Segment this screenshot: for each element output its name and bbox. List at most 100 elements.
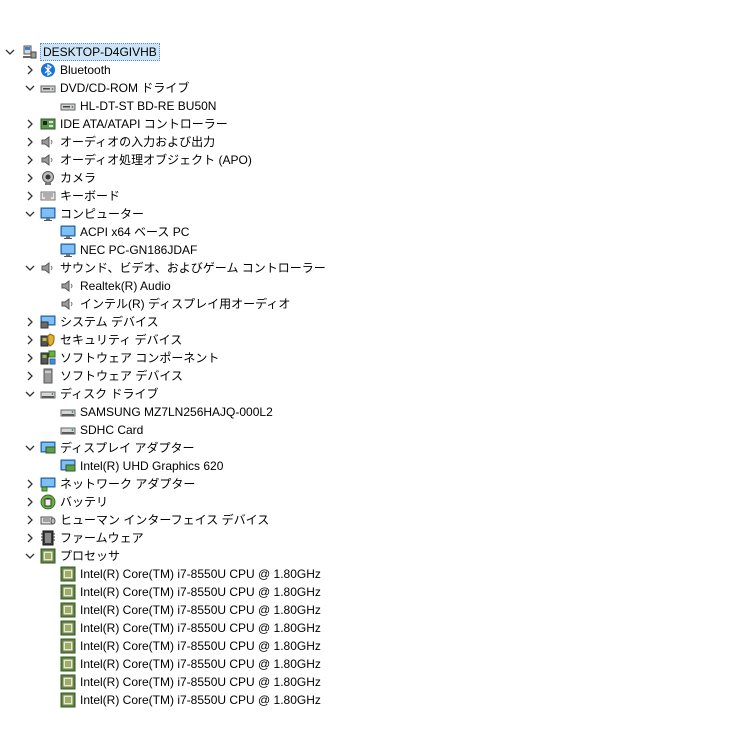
chevron-down-icon[interactable] <box>22 259 38 277</box>
tree-category[interactable]: サウンド、ビデオ、およびゲーム コントローラー <box>0 259 755 277</box>
security-device-icon <box>40 332 56 348</box>
processor-icon <box>60 620 76 636</box>
tree-node-label: HL-DT-ST BD-RE BU50N <box>80 99 217 113</box>
tree-node-label: システム デバイス <box>60 315 159 329</box>
tree-category[interactable]: バッテリ <box>0 493 755 511</box>
tree-category[interactable]: DVD/CD-ROM ドライブ <box>0 79 755 97</box>
chevron-right-icon[interactable] <box>22 367 38 385</box>
processor-icon <box>60 566 76 582</box>
tree-device[interactable]: Intel(R) UHD Graphics 620 <box>0 457 755 475</box>
chevron-right-icon[interactable] <box>22 331 38 349</box>
tree-device[interactable]: インテル(R) ディスプレイ用オーディオ <box>0 295 755 313</box>
tree-category[interactable]: オーディオの入力および出力 <box>0 133 755 151</box>
network-adapter-icon <box>40 476 56 492</box>
tree-node-label: ディスプレイ アダプター <box>60 441 195 455</box>
tree-category[interactable]: ディスプレイ アダプター <box>0 439 755 457</box>
tree-device[interactable]: Intel(R) Core(TM) i7-8550U CPU @ 1.80GHz <box>0 691 755 709</box>
tree-device[interactable]: Intel(R) Core(TM) i7-8550U CPU @ 1.80GHz <box>0 583 755 601</box>
chevron-right-icon[interactable] <box>22 187 38 205</box>
chevron-right-icon[interactable] <box>22 61 38 79</box>
chevron-down-icon[interactable] <box>22 205 38 223</box>
tree-device[interactable]: Intel(R) Core(TM) i7-8550U CPU @ 1.80GHz <box>0 673 755 691</box>
tree-category[interactable]: コンピューター <box>0 205 755 223</box>
tree-node-label: DVD/CD-ROM ドライブ <box>60 81 190 95</box>
tree-device[interactable]: SDHC Card <box>0 421 755 439</box>
firmware-icon <box>40 530 56 546</box>
monitor-icon <box>60 242 76 258</box>
tree-node-label: Realtek(R) Audio <box>80 279 171 293</box>
chevron-down-icon[interactable] <box>2 43 18 61</box>
tree-device[interactable]: Intel(R) Core(TM) i7-8550U CPU @ 1.80GHz <box>0 655 755 673</box>
chevron-right-icon[interactable] <box>22 349 38 367</box>
monitor-icon <box>60 224 76 240</box>
system-device-icon <box>40 314 56 330</box>
dvd-drive-icon <box>40 80 56 96</box>
tree-category[interactable]: IDE ATA/ATAPI コントローラー <box>0 115 755 133</box>
tree-device[interactable]: Realtek(R) Audio <box>0 277 755 295</box>
chevron-down-icon[interactable] <box>22 385 38 403</box>
tree-category[interactable]: オーディオ処理オブジェクト (APO) <box>0 151 755 169</box>
tree-device[interactable]: Intel(R) Core(TM) i7-8550U CPU @ 1.80GHz <box>0 637 755 655</box>
tree-category[interactable]: セキュリティ デバイス <box>0 331 755 349</box>
tree-node-label: Intel(R) Core(TM) i7-8550U CPU @ 1.80GHz <box>80 693 321 707</box>
tree-device[interactable]: Intel(R) Core(TM) i7-8550U CPU @ 1.80GHz <box>0 619 755 637</box>
tree-device[interactable]: SAMSUNG MZ7LN256HAJQ-000L2 <box>0 403 755 421</box>
tree-node-label: Intel(R) Core(TM) i7-8550U CPU @ 1.80GHz <box>80 567 321 581</box>
tree-category[interactable]: ディスク ドライブ <box>0 385 755 403</box>
tree-node-label: Intel(R) Core(TM) i7-8550U CPU @ 1.80GHz <box>80 657 321 671</box>
chevron-right-icon[interactable] <box>22 169 38 187</box>
chevron-down-icon[interactable] <box>22 547 38 565</box>
tree-node-label: オーディオの入力および出力 <box>60 135 216 149</box>
tree-category[interactable]: Bluetooth <box>0 61 755 79</box>
tree-node-label: IDE ATA/ATAPI コントローラー <box>60 117 228 131</box>
tree-root[interactable]: DESKTOP-D4GIVHB <box>0 43 755 61</box>
chevron-right-icon[interactable] <box>22 151 38 169</box>
disk-drive-icon <box>40 386 56 402</box>
tree-node-label: SDHC Card <box>80 423 144 437</box>
tree-device[interactable]: ACPI x64 ベース PC <box>0 223 755 241</box>
processor-icon <box>40 548 56 564</box>
battery-icon <box>40 494 56 510</box>
chevron-right-icon[interactable] <box>22 529 38 547</box>
keyboard-icon <box>40 188 56 204</box>
processor-icon <box>60 674 76 690</box>
speaker-icon <box>60 278 76 294</box>
chevron-right-icon[interactable] <box>22 313 38 331</box>
tree-category[interactable]: ソフトウェア コンポーネント <box>0 349 755 367</box>
tree-device[interactable]: HL-DT-ST BD-RE BU50N <box>0 97 755 115</box>
processor-icon <box>60 656 76 672</box>
tree-category[interactable]: プロセッサ <box>0 547 755 565</box>
tree-node-label: Intel(R) Core(TM) i7-8550U CPU @ 1.80GHz <box>80 639 321 653</box>
tree-node-label: ソフトウェア デバイス <box>60 369 183 383</box>
tree-category[interactable]: ヒューマン インターフェイス デバイス <box>0 511 755 529</box>
chevron-right-icon[interactable] <box>22 493 38 511</box>
tree-node-label: ACPI x64 ベース PC <box>80 225 190 239</box>
display-adapter-icon <box>40 440 56 456</box>
tree-node-label: コンピューター <box>60 207 145 221</box>
tree-device[interactable]: Intel(R) Core(TM) i7-8550U CPU @ 1.80GHz <box>0 601 755 619</box>
root-label: DESKTOP-D4GIVHB <box>40 43 160 61</box>
tree-category[interactable]: カメラ <box>0 169 755 187</box>
chevron-right-icon[interactable] <box>22 475 38 493</box>
tree-device[interactable]: Intel(R) Core(TM) i7-8550U CPU @ 1.80GHz <box>0 565 755 583</box>
tree-node-label: ヒューマン インターフェイス デバイス <box>60 513 270 527</box>
tree-category[interactable]: ファームウェア <box>0 529 755 547</box>
tree-node-label: プロセッサ <box>60 549 121 563</box>
tree-category[interactable]: キーボード <box>0 187 755 205</box>
chevron-right-icon[interactable] <box>22 511 38 529</box>
chevron-down-icon[interactable] <box>22 439 38 457</box>
computer-icon <box>22 44 38 60</box>
processor-icon <box>60 584 76 600</box>
tree-device[interactable]: NEC PC-GN186JDAF <box>0 241 755 259</box>
chevron-right-icon[interactable] <box>22 133 38 151</box>
speaker-icon <box>60 296 76 312</box>
chevron-down-icon[interactable] <box>22 79 38 97</box>
tree-node-label: セキュリティ デバイス <box>60 333 183 347</box>
tree-category[interactable]: ネットワーク アダプター <box>0 475 755 493</box>
display-adapter-icon <box>60 458 76 474</box>
tree-category[interactable]: システム デバイス <box>0 313 755 331</box>
tree-node-label: サウンド、ビデオ、およびゲーム コントローラー <box>60 261 326 275</box>
tree-category[interactable]: ソフトウェア デバイス <box>0 367 755 385</box>
tree-node-label: SAMSUNG MZ7LN256HAJQ-000L2 <box>80 405 273 419</box>
chevron-right-icon[interactable] <box>22 115 38 133</box>
